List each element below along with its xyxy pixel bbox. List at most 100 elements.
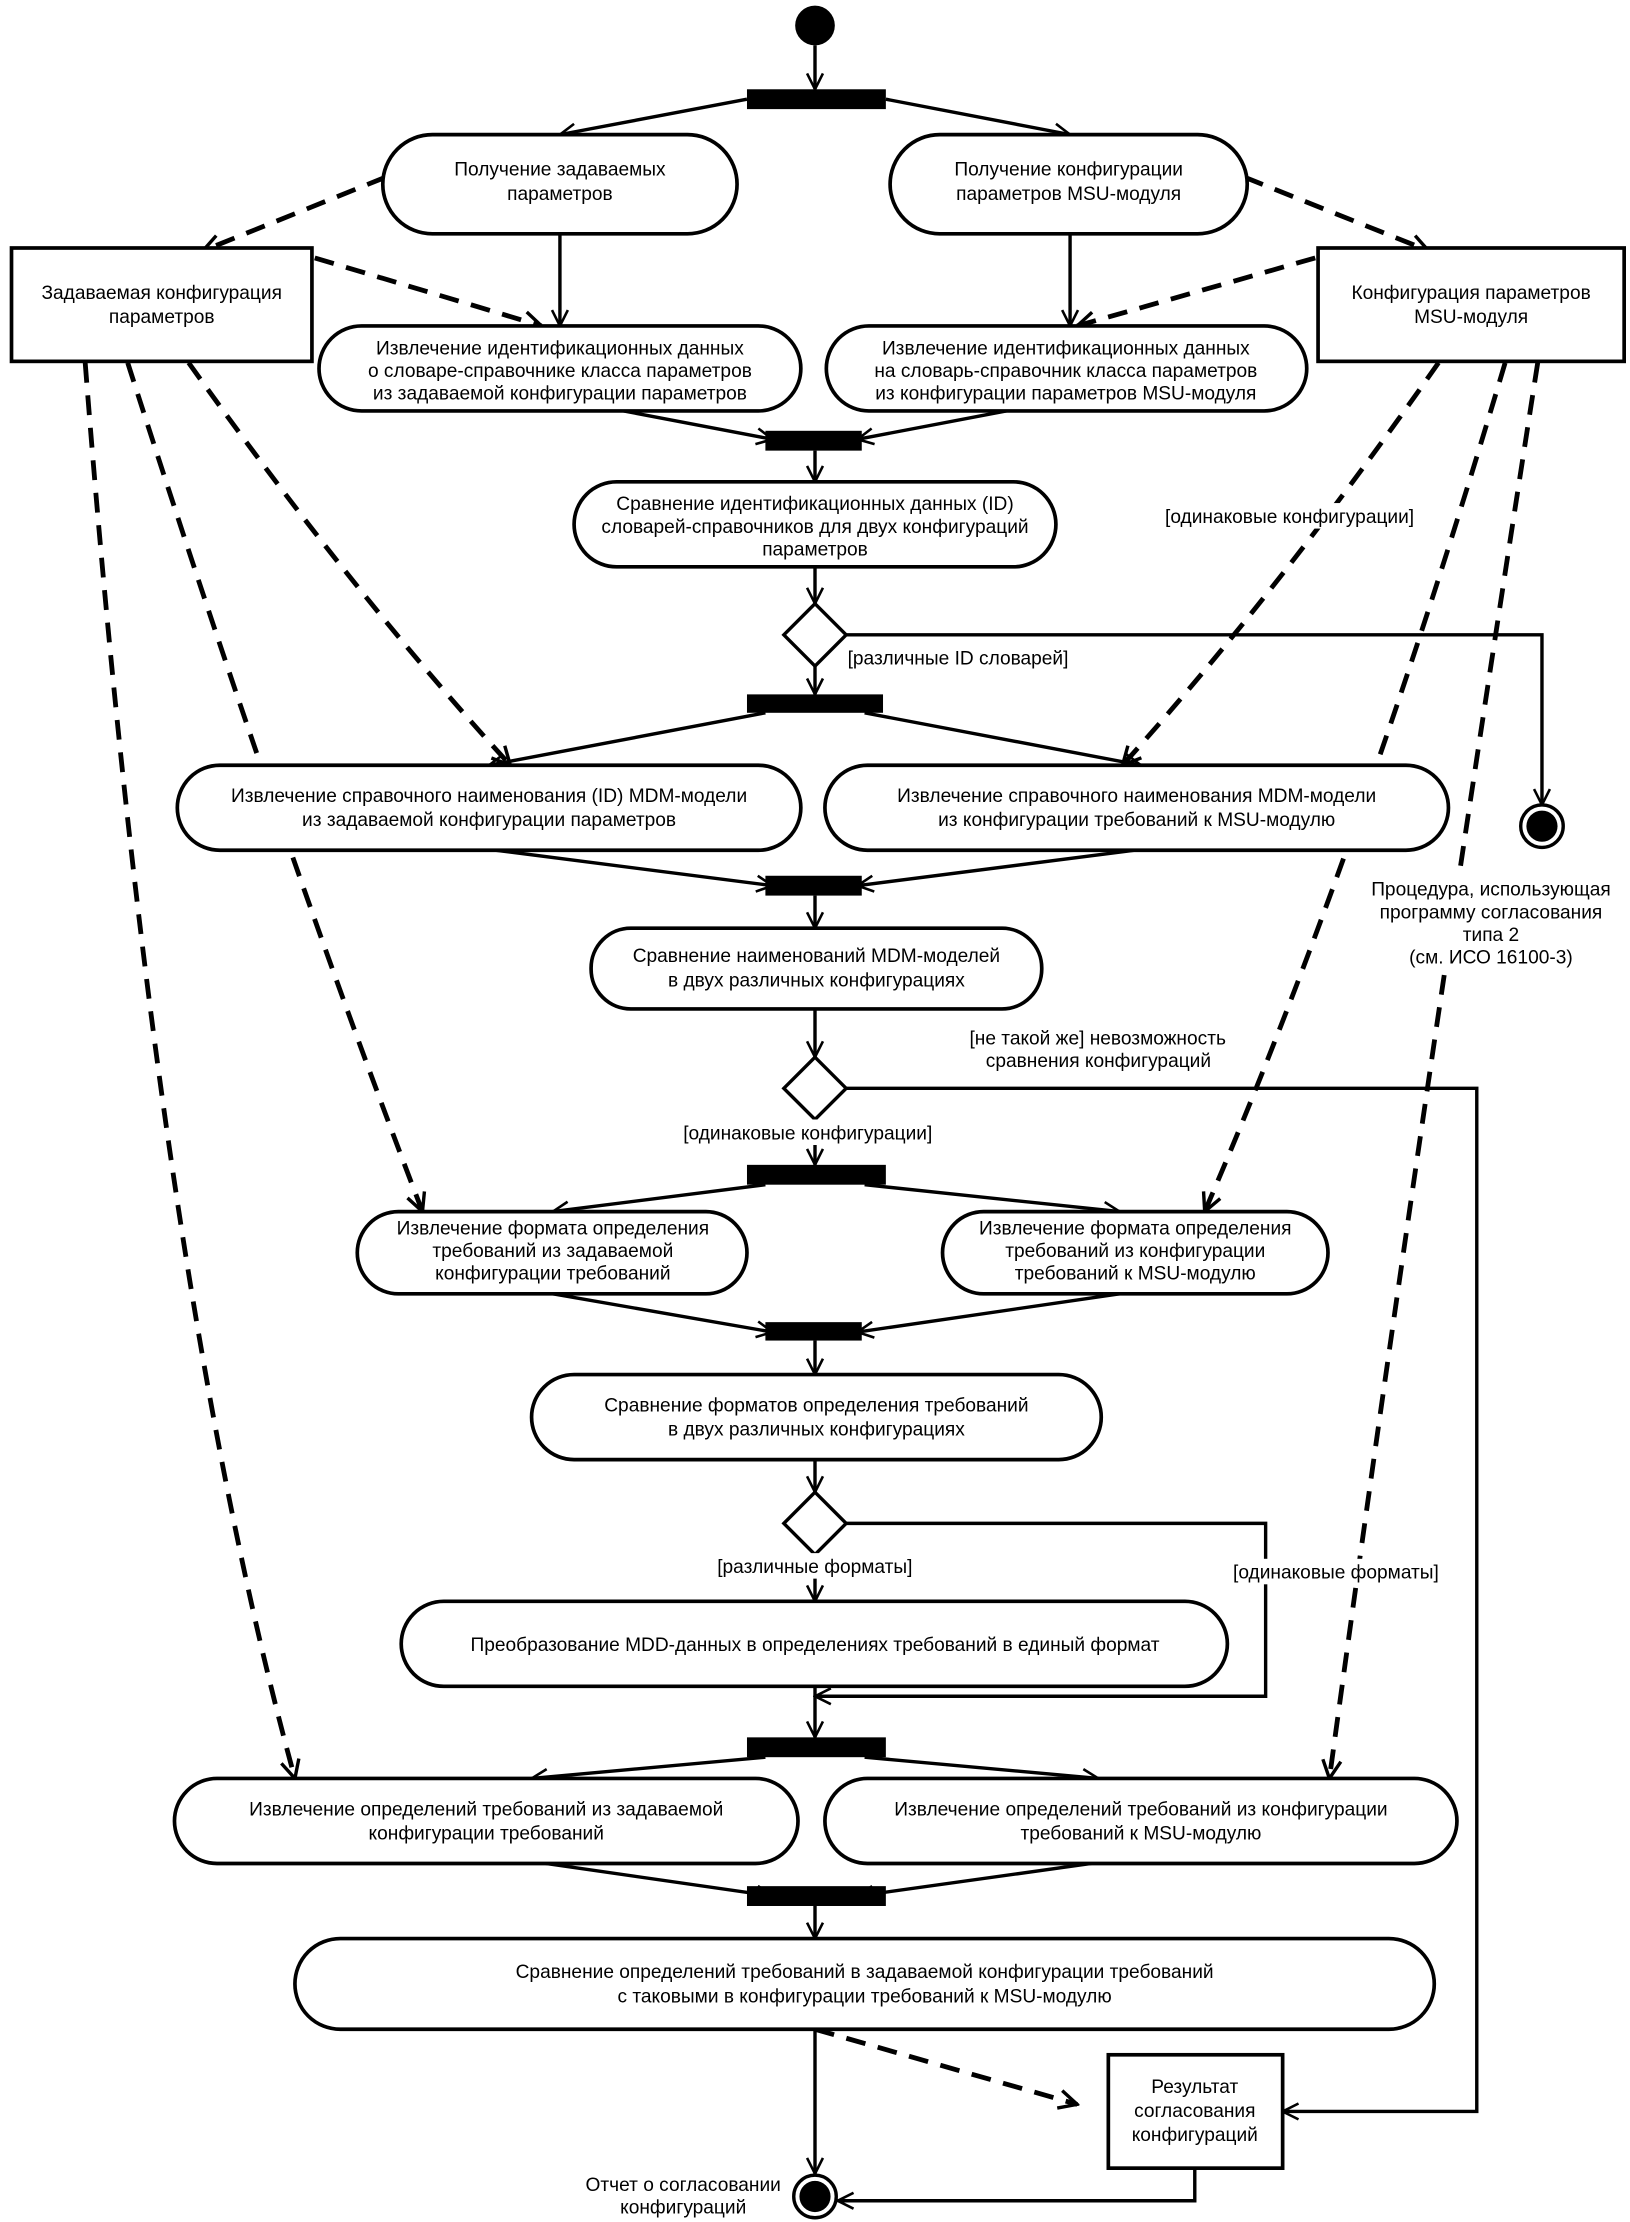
flow-a14-join8: [858, 1861, 1092, 1896]
control-flows: [489, 45, 1542, 2200]
flow-fork5-a9: [553, 1183, 766, 1212]
action-text: конфигурации требований: [435, 1264, 670, 1285]
dep-msu-to-a7: [1123, 361, 1441, 765]
fork-bar-3: [746, 694, 884, 713]
object-msu-config-line2: MSU-модуля: [1414, 307, 1528, 328]
object-flows: [82, 174, 1541, 2104]
object-result-line1: Результат: [1151, 2077, 1238, 2098]
flow-fork7-a14: [864, 1755, 1099, 1778]
action-text: о словаре-справочнике класса параметров: [368, 361, 752, 382]
action-extract-id-given: Извлечение идентификационных данных о сл…: [317, 324, 803, 413]
action-extract-mdm-given: Извлечение справочного наименования (ID)…: [175, 763, 803, 853]
action-text: Сравнение наименований MDM-моделей: [633, 946, 1000, 967]
flow-fork5-a10: [864, 1182, 1120, 1212]
action-text: Сравнение идентификационных данных (ID): [616, 494, 1013, 515]
flow-fork3-a7: [864, 711, 1141, 765]
guard-labels: [одинаковые конфигурации] [различные ID …: [677, 503, 1466, 1585]
guard-same-formats: [одинаковые форматы]: [1233, 1563, 1439, 1584]
action-text: Преобразование MDD-данных в определениях…: [470, 1635, 1159, 1656]
dep-given-to-a3: [314, 255, 542, 326]
guard-different-formats: [различные форматы]: [717, 1557, 912, 1578]
action-extract-id-msu: Извлечение идентификационных данных на с…: [824, 324, 1309, 413]
action-get-msu-config: Получение конфигурации параметров MSU-мо…: [888, 132, 1250, 236]
flow-a4-join2: [858, 409, 1007, 439]
dep-a2-to-msu: [1243, 174, 1428, 251]
action-text: Извлечение справочного наименования MDM-…: [897, 786, 1376, 807]
action-extract-format-msu: Извлечение формата определения требовани…: [940, 1209, 1330, 1296]
flow-fork3-a6: [489, 711, 766, 765]
flow-result-final2: [838, 2168, 1197, 2201]
action-text: Извлечение формата определения: [979, 1218, 1291, 1239]
flow-fork1-a2: [885, 97, 1070, 134]
flow-a7-join4: [858, 848, 1135, 885]
decision-node-1: [781, 601, 849, 669]
object-msu-config-line1: Конфигурация параметров: [1351, 283, 1590, 304]
object-result-line2: согласования: [1134, 2101, 1255, 2122]
action-compare-defs: Сравнение определений требований в задав…: [293, 1936, 1437, 2032]
initial-node: [795, 5, 835, 46]
action-text: требований к MSU-модулю: [1015, 1264, 1256, 1285]
action-text: параметров: [762, 540, 868, 561]
dep-given-to-a6: [186, 361, 511, 765]
action-text: Получение конфигурации: [954, 160, 1183, 181]
action-text: Извлечение справочного наименования (ID)…: [231, 786, 747, 807]
note-line: программу согласования: [1380, 902, 1603, 923]
decision-node-3: [781, 1489, 849, 1557]
action-text: из задаваемой конфигурации параметров: [302, 810, 676, 831]
flow-dec2-result: [846, 1086, 1479, 2111]
note-line: (см. ИСО 16100-3): [1409, 948, 1573, 969]
flow-fork1-a1: [560, 97, 748, 134]
object-result: Результат согласования конфигураций: [1106, 2052, 1285, 2170]
action-text: параметров: [507, 184, 613, 205]
action-text: требований из конфигурации: [1005, 1241, 1265, 1262]
action-extract-defs-given: Извлечение определений требований из зад…: [172, 1776, 800, 1866]
action-text: параметров MSU-модуля: [956, 184, 1181, 205]
action-text: Извлечение определений требований из зад…: [249, 1799, 723, 1820]
note-procedure-type2: Процедура, использующая программу соглас…: [1360, 875, 1627, 973]
dep-msu-to-a4: [1077, 255, 1316, 326]
object-msu-config: Конфигурация параметров MSU-модуля: [1316, 246, 1627, 364]
object-given-config: Задаваемая конфигурация параметров: [9, 246, 314, 364]
note-line: типа 2: [1463, 925, 1519, 946]
guard-not-same-line1: [не такой же] невозможность: [969, 1028, 1225, 1049]
action-get-given-params: Получение задаваемых параметров: [380, 132, 739, 236]
flow-dec1-final1: [846, 633, 1542, 805]
flow-a10-join6: [858, 1292, 1120, 1332]
action-text: Сравнение форматов определения требовани…: [604, 1395, 1028, 1416]
join-bar-4: [765, 875, 862, 896]
dep-a15-to-result: [814, 2026, 1077, 2104]
action-text: с таковыми в конфигурации требований к M…: [618, 1986, 1112, 2007]
action-text: Извлечение формата определения: [397, 1218, 709, 1239]
dep-given-to-a9: [125, 362, 423, 1212]
note-line: Отчет о согласовании: [586, 2175, 781, 2196]
action-text: требований к MSU-модулю: [1020, 1823, 1261, 1844]
action-compare-mdm: Сравнение наименований MDM-моделей в дву…: [589, 926, 1044, 1011]
flow-a6-join4: [495, 848, 772, 885]
action-text: в двух различных конфигурациях: [668, 1420, 965, 1441]
fork-bar-5: [746, 1164, 886, 1185]
action-text: из конфигурации параметров MSU-модуля: [875, 384, 1256, 405]
action-text: конфигурации требований: [369, 1823, 604, 1844]
action-text: Получение задаваемых: [454, 160, 666, 181]
action-text: из конфигурации требований к MSU-модулю: [938, 810, 1335, 831]
action-compare-ids: Сравнение идентификационных данных (ID) …: [572, 479, 1058, 569]
note-line: Процедура, использующая: [1371, 880, 1611, 901]
action-extract-format-given: Извлечение формата определения требовани…: [355, 1209, 749, 1296]
flow-dec3-merge: [815, 1521, 1268, 1696]
join-bar-2: [765, 430, 862, 451]
dep-msu-to-a10: [1205, 362, 1508, 1212]
guard-same-configs-2: [одинаковые конфигурации]: [683, 1123, 932, 1144]
guard-not-same-line2: сравнения конфигураций: [986, 1051, 1211, 1072]
action-text: на словарь-справочник класса параметров: [874, 361, 1257, 382]
action-text: словарей-справочников для двух конфигура…: [601, 517, 1028, 538]
flow-a9-join6: [552, 1292, 773, 1332]
object-result-line3: конфигураций: [1132, 2125, 1258, 2146]
guard-different-ids: [различные ID словарей]: [848, 649, 1069, 670]
action-convert-mdd: Преобразование MDD-данных в определениях…: [399, 1599, 1230, 1689]
note-report: Отчет о согласовании конфигураций: [586, 2175, 781, 2219]
final-node-report: [792, 2173, 838, 2220]
action-extract-defs-msu: Извлечение определений требований из кон…: [823, 1776, 1459, 1866]
dep-msu-to-a14: [1329, 362, 1541, 1779]
fork-bar-7: [746, 1737, 886, 1758]
